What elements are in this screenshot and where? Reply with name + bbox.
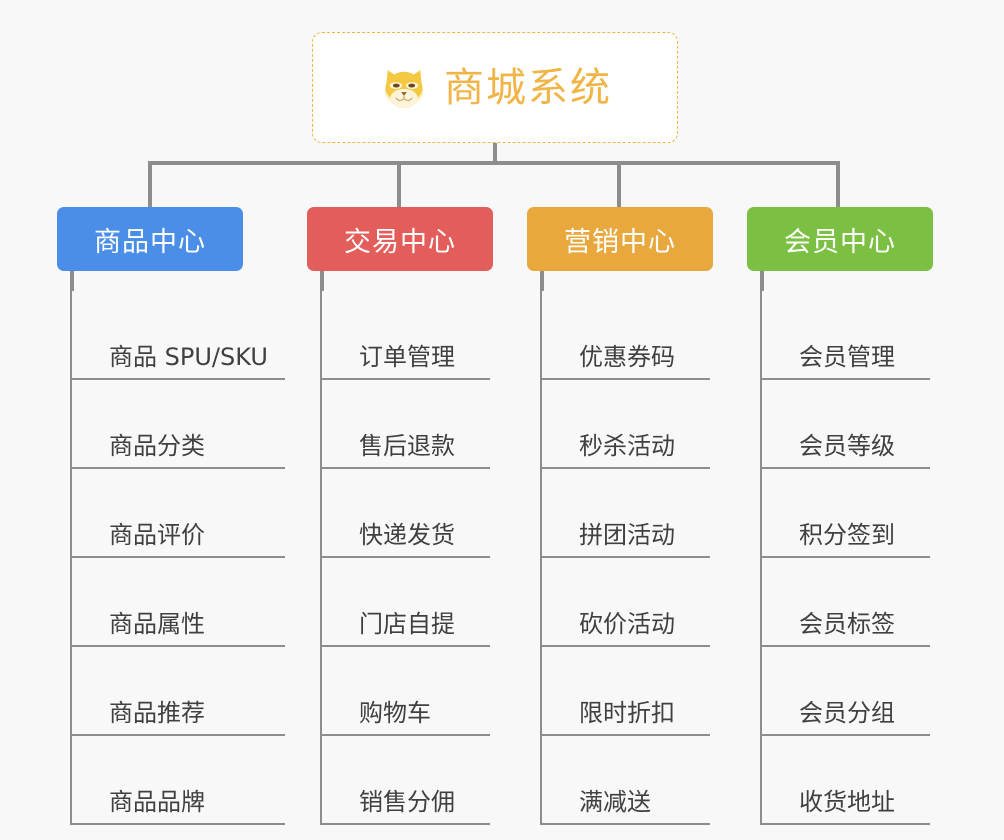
leaf-item[interactable]: 砍价活动 [542,558,710,647]
branch-column-marketing-center: 营销中心 优惠券码 秒杀活动 拼团活动 砍价活动 限时折扣 满减送 [527,207,747,825]
branch-header-product-center[interactable]: 商品中心 [57,207,243,271]
leaf-label: 积分签到 [799,521,895,550]
connector-stub-4 [760,271,764,291]
leaf-list-trade-center: 订单管理 售后退款 快递发货 门店自提 购物车 销售分佣 [320,291,527,825]
branch-header-member-center[interactable]: 会员中心 [747,207,933,271]
leaf-item[interactable]: 会员分组 [762,647,930,736]
branch-column-trade-center: 交易中心 订单管理 售后退款 快递发货 门店自提 购物车 销售分佣 [307,207,527,825]
leaf-list-member-center: 会员管理 会员等级 积分签到 会员标签 会员分组 收货地址 [760,291,967,825]
branch-header-marketing-center[interactable]: 营销中心 [527,207,713,271]
connector-stub-1 [70,271,74,291]
leaf-label: 商品品牌 [109,788,205,817]
leaf-item[interactable]: 积分签到 [762,469,930,558]
leaf-label: 优惠券码 [579,343,675,372]
leaf-label: 门店自提 [359,610,455,639]
leaf-item[interactable]: 商品品牌 [72,736,285,825]
connector-stub-2 [320,271,324,291]
leaf-label: 商品推荐 [109,699,205,728]
branch-column-member-center: 会员中心 会员管理 会员等级 积分签到 会员标签 会员分组 收货地址 [747,207,967,825]
branch-column-product-center: 商品中心 商品 SPU/SKU 商品分类 商品评价 商品属性 商品推荐 商品品牌 [57,207,307,825]
connector-branch-3 [617,161,621,207]
leaf-item[interactable]: 满减送 [542,736,710,825]
leaf-item[interactable]: 售后退款 [322,380,490,469]
leaf-label: 限时折扣 [579,699,675,728]
connector-branch-1 [148,161,152,207]
leaf-label: 会员分组 [799,699,895,728]
leaf-item[interactable]: 门店自提 [322,558,490,647]
leaf-item[interactable]: 会员等级 [762,380,930,469]
leaf-label: 商品属性 [109,610,205,639]
leaf-item[interactable]: 商品分类 [72,380,285,469]
leaf-label: 会员等级 [799,432,895,461]
leaf-list-product-center: 商品 SPU/SKU 商品分类 商品评价 商品属性 商品推荐 商品品牌 [70,291,307,825]
leaf-label: 商品评价 [109,521,205,550]
leaf-label: 砍价活动 [579,610,675,639]
leaf-list-marketing-center: 优惠券码 秒杀活动 拼团活动 砍价活动 限时折扣 满减送 [540,291,747,825]
leaf-label: 秒杀活动 [579,432,675,461]
leaf-label: 商品分类 [109,432,205,461]
root-node-title: 商城系统 [444,64,612,111]
leaf-item[interactable]: 销售分佣 [322,736,490,825]
leaf-item[interactable]: 商品 SPU/SKU [72,291,285,380]
leaf-item[interactable]: 商品推荐 [72,647,285,736]
leaf-label: 商品 SPU/SKU [109,343,268,372]
leaf-item[interactable]: 订单管理 [322,291,490,380]
leaf-item[interactable]: 会员管理 [762,291,930,380]
branch-header-trade-center[interactable]: 交易中心 [307,207,493,271]
leaf-label: 会员标签 [799,610,895,639]
leaf-item[interactable]: 会员标签 [762,558,930,647]
leaf-label: 快递发货 [359,521,455,550]
shiba-dog-face-icon [385,69,423,108]
leaf-item[interactable]: 优惠券码 [542,291,710,380]
leaf-item[interactable]: 收货地址 [762,736,930,825]
leaf-item[interactable]: 限时折扣 [542,647,710,736]
leaf-item[interactable]: 拼团活动 [542,469,710,558]
leaf-label: 销售分佣 [359,788,455,817]
leaf-item[interactable]: 购物车 [322,647,490,736]
leaf-label: 会员管理 [799,343,895,372]
connector-branch-4 [836,161,840,207]
connector-branch-2 [397,161,401,207]
leaf-label: 拼团活动 [579,521,675,550]
leaf-item[interactable]: 商品属性 [72,558,285,647]
leaf-label: 售后退款 [359,432,455,461]
connector-stub-3 [540,271,544,291]
leaf-label: 订单管理 [359,343,455,372]
root-node-mall-system[interactable]: 商城系统 [312,32,678,143]
connector-horizontal-bus [148,161,840,165]
leaf-label: 购物车 [359,699,431,728]
leaf-label: 满减送 [579,788,651,817]
leaf-item[interactable]: 快递发货 [322,469,490,558]
leaf-item[interactable]: 秒杀活动 [542,380,710,469]
leaf-label: 收货地址 [799,788,895,817]
connector-root-vertical [493,143,497,164]
leaf-item[interactable]: 商品评价 [72,469,285,558]
